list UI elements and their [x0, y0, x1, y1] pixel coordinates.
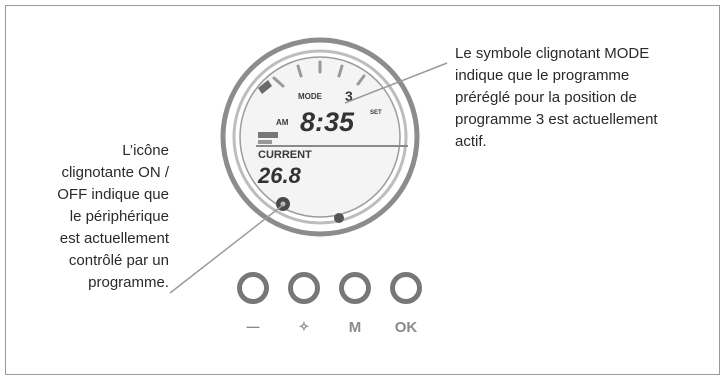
callout-mode-text: Le symbole clignotant MODE indique que l…: [455, 43, 715, 153]
callout-line-mode: [344, 62, 448, 104]
callout-line: actif.: [455, 133, 487, 150]
callout-line: indique que le programme: [455, 67, 630, 84]
callout-line: L’icône: [122, 142, 169, 159]
status-dot-icon: [334, 213, 344, 223]
mode-button[interactable]: [339, 272, 371, 304]
button-row: [237, 272, 422, 304]
current-label: CURRENT: [258, 149, 312, 161]
callout-line-on-off: [169, 204, 284, 294]
callout-line: Le symbole clignotant MODE: [455, 45, 650, 62]
inner-ring: [232, 49, 408, 225]
callout-line: est actuellement: [59, 230, 169, 247]
light-button[interactable]: [288, 272, 320, 304]
ok-button[interactable]: [390, 272, 422, 304]
minus-button[interactable]: [237, 272, 269, 304]
callout-line: le périphérique: [69, 208, 169, 225]
lcd-indicator-bar: [258, 132, 278, 138]
current-reading: 26.8: [257, 163, 302, 188]
segment-marker-icon: [258, 80, 272, 94]
callout-line: clignotante ON /: [61, 164, 169, 181]
outer-ring: [220, 37, 420, 237]
callout-line: programme.: [88, 274, 169, 291]
time-display: 8:35: [300, 107, 355, 137]
dial-tick: [356, 74, 366, 86]
callout-line: OFF indique que: [57, 186, 169, 203]
callout-line: contrôlé par un: [68, 252, 169, 269]
am-label: AM: [276, 118, 289, 127]
light-button-label: ✧: [299, 319, 310, 334]
program-number: 3: [345, 88, 353, 104]
lcd-indicator-bar: [258, 140, 272, 144]
day-label: SET: [370, 110, 382, 116]
dial-tick: [272, 76, 285, 88]
dial-ticks: [272, 60, 366, 88]
callout-line: programme 3 est actuellement: [455, 111, 658, 128]
callout-line: préréglé pour la position de: [455, 89, 637, 106]
dial-tick: [337, 64, 344, 78]
minus-button-label: —: [247, 319, 260, 334]
mode-label: MODE: [298, 92, 323, 101]
mode-button-label: M: [349, 319, 362, 336]
dial-tick: [296, 64, 303, 78]
ok-button-label: OK: [395, 319, 418, 336]
callout-on-off-text: L’icône clignotante ON / OFF indique que…: [12, 140, 169, 294]
